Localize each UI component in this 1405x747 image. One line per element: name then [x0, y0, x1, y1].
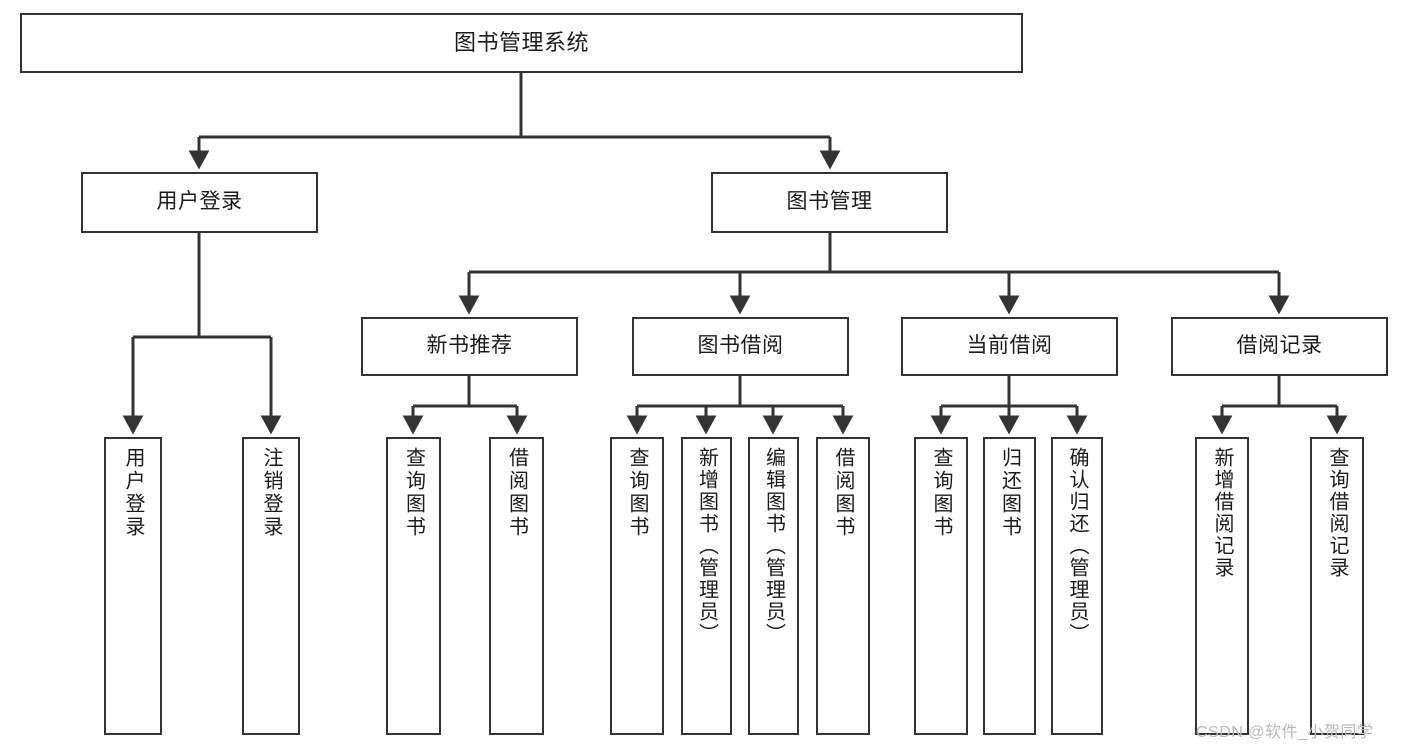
leaf-query-books-recommend[interactable]: 查询图书: [386, 437, 441, 735]
node-label: 查询图书: [930, 447, 952, 539]
node-label: 借阅记录: [1236, 334, 1323, 358]
node-label: 查询借阅记录: [1326, 447, 1348, 579]
node-label: 编辑图书（管理员）: [762, 447, 785, 645]
node-label: 图书借阅: [697, 334, 784, 358]
node-root-book-management-system[interactable]: 图书管理系统: [20, 13, 1023, 73]
node-label: 借阅图书: [832, 447, 854, 539]
leaf-query-borrow-record[interactable]: 查询借阅记录: [1310, 437, 1364, 735]
node-label: 用户登录: [122, 447, 144, 539]
node-label: 归还图书: [998, 447, 1021, 539]
node-label: 新增图书（管理员）: [695, 447, 718, 645]
node-label: 查询图书: [402, 447, 425, 539]
leaf-user-login[interactable]: 用户登录: [104, 437, 162, 735]
leaf-add-borrow-record[interactable]: 新增借阅记录: [1195, 437, 1249, 735]
leaf-edit-book-admin[interactable]: 编辑图书（管理员）: [748, 437, 799, 735]
leaf-borrow-books[interactable]: 借阅图书: [816, 437, 870, 735]
node-label: 用户登录: [156, 190, 243, 214]
node-label: 确认归还（管理员）: [1066, 447, 1088, 645]
leaf-add-book-admin[interactable]: 新增图书（管理员）: [681, 437, 732, 735]
node-label: 查询图书: [626, 447, 648, 539]
node-book-borrowing[interactable]: 图书借阅: [632, 317, 849, 376]
node-label: 当前借阅: [966, 334, 1053, 358]
node-label: 注销登录: [260, 447, 282, 539]
node-label: 借阅图书: [505, 447, 528, 539]
node-borrowing-records[interactable]: 借阅记录: [1171, 317, 1388, 376]
node-book-management[interactable]: 图书管理: [711, 172, 948, 233]
node-current-borrowing[interactable]: 当前借阅: [901, 317, 1118, 376]
leaf-query-books-borrow[interactable]: 查询图书: [610, 437, 664, 735]
node-user-login[interactable]: 用户登录: [81, 172, 318, 233]
leaf-borrow-books-recommend[interactable]: 借阅图书: [489, 437, 544, 735]
leaf-return-books[interactable]: 归还图书: [983, 437, 1036, 735]
csdn-watermark: CSDN @软件_小贺同学: [1196, 724, 1374, 741]
node-label: 图书管理: [786, 190, 873, 214]
leaf-confirm-return-admin[interactable]: 确认归还（管理员）: [1051, 437, 1103, 735]
leaf-query-books-current[interactable]: 查询图书: [914, 437, 968, 735]
leaf-logout[interactable]: 注销登录: [242, 437, 300, 735]
node-label: 新书推荐: [426, 334, 513, 358]
node-label: 新增借阅记录: [1211, 447, 1233, 579]
node-label: 图书管理系统: [453, 30, 589, 56]
node-new-book-recommendation[interactable]: 新书推荐: [361, 317, 578, 376]
